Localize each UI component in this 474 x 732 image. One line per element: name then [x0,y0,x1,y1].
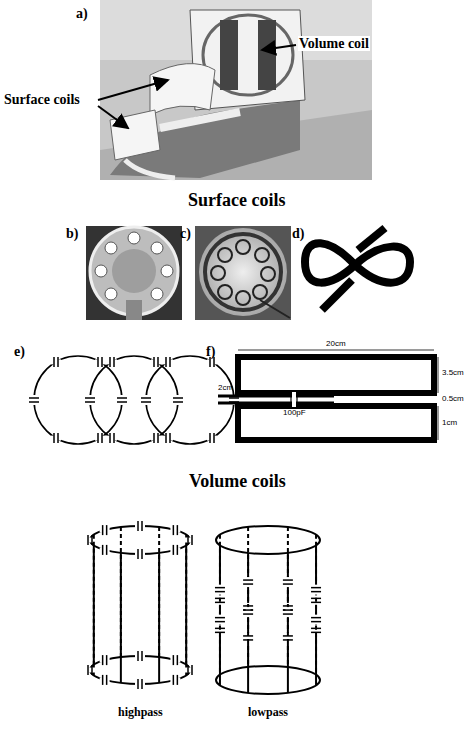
section-heading: Volume coils [189,472,286,492]
dimension-label: 1cm [442,419,457,428]
dimension-label: 0.5cm [442,395,464,404]
photo-a [100,0,372,180]
callout-label: c) [180,226,191,241]
section-heading: Surface coils [188,191,285,211]
coil-type-label: lowpass [248,706,288,719]
callout-label: d) [292,226,304,241]
dimension-label: 20cm [325,340,347,349]
coil-type-label: highpass [118,706,163,719]
dimension-label: 100pF [282,409,307,418]
figure-eight-coil [305,228,410,310]
photo-b [86,226,182,320]
callout-label: e) [14,344,25,359]
callout-label: f) [206,344,215,359]
dimension-lines [238,350,438,440]
callout-label: a) [76,6,88,21]
overlapping-loops [29,356,239,444]
callout-label: Surface coils [4,92,80,107]
dimension-label: 2cm [218,384,233,393]
rectangular-coil [218,357,434,440]
callout-label: b) [66,226,78,241]
photo-c [195,226,291,320]
volume-coil-drawings [85,521,321,694]
dimension-label: 3.5cm [442,369,464,378]
callout-label: Volume coil [298,36,370,51]
